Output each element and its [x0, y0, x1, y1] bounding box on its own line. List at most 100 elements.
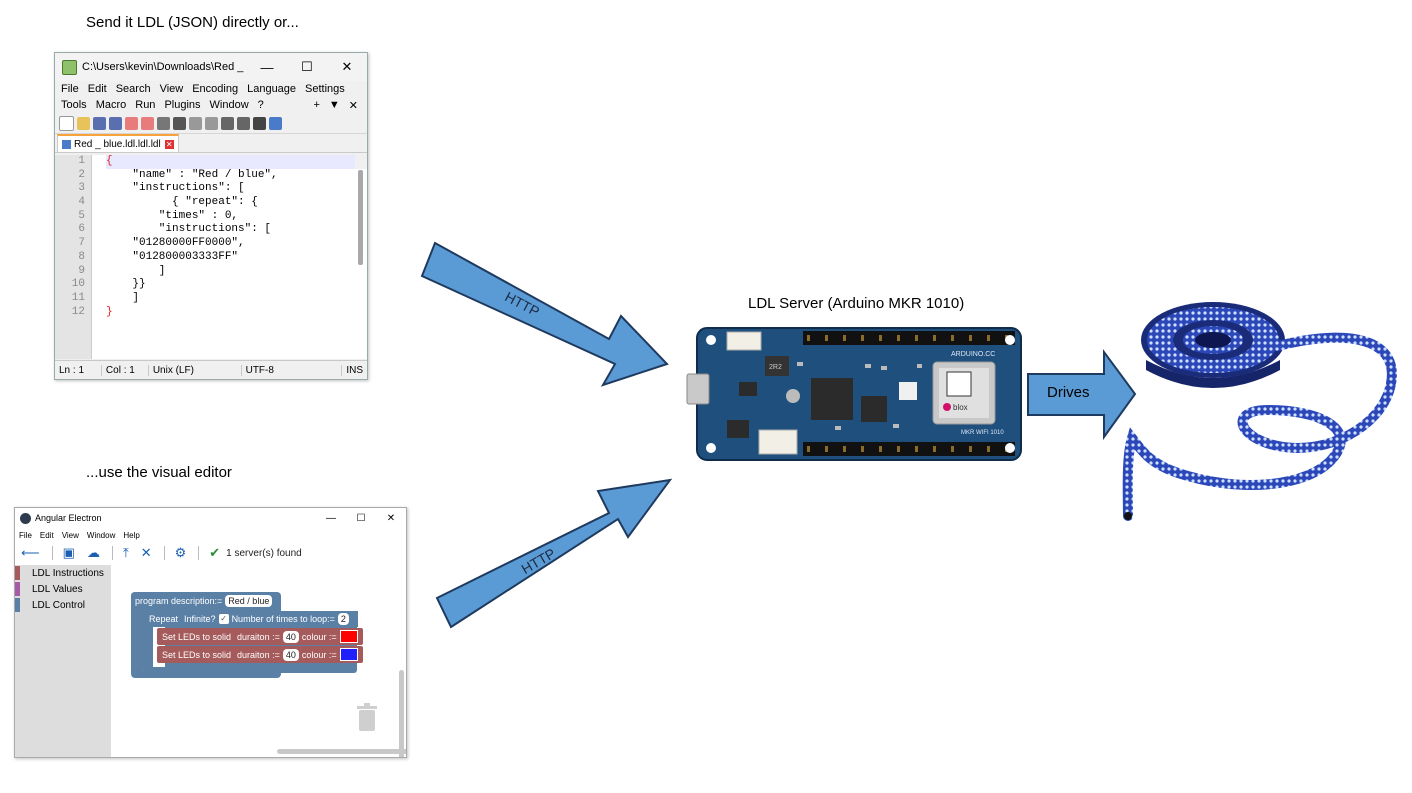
- category-color-swatch: [15, 566, 20, 580]
- menu-run[interactable]: Run: [135, 99, 156, 111]
- trash-icon[interactable]: [356, 702, 378, 732]
- undo-icon[interactable]: [221, 116, 234, 130]
- status-line: Ln : 1: [55, 364, 102, 376]
- menu-help[interactable]: Help: [123, 530, 140, 540]
- open-folder-icon[interactable]: [77, 116, 90, 130]
- menu-encoding[interactable]: Encoding: [192, 83, 239, 95]
- menu-tools[interactable]: Tools: [61, 99, 87, 111]
- cut-icon[interactable]: [173, 116, 186, 130]
- menu-edit[interactable]: Edit: [87, 83, 107, 95]
- menu-settings[interactable]: Settings: [305, 83, 345, 95]
- minimize-icon[interactable]: —: [260, 59, 274, 75]
- close-icon[interactable]: ✕: [386, 512, 396, 524]
- file-tab[interactable]: Red _ blue.ldl.ldl.ldl ✕: [57, 134, 179, 152]
- close-icon[interactable]: ✕: [341, 59, 353, 74]
- category-ldl-values[interactable]: LDL Values: [15, 581, 111, 597]
- duration-field[interactable]: 40: [282, 648, 299, 661]
- repeat-label: Repeat: [149, 614, 179, 624]
- line-number: 5: [78, 209, 85, 222]
- close-all-icon[interactable]: [141, 116, 154, 130]
- maximize-icon[interactable]: ☐: [356, 512, 366, 524]
- print-icon[interactable]: [157, 116, 170, 130]
- back-arrow-icon[interactable]: ⟵: [21, 545, 40, 560]
- repeat-block[interactable]: Repeat Infinite? ✓ Number of times to lo…: [143, 611, 358, 627]
- code-editor[interactable]: 1 2 3 4 5 6 7 8 9 10 11 12 { "name" : "R…: [55, 155, 367, 359]
- menu-edit[interactable]: Edit: [39, 530, 54, 540]
- editor-vertical-scrollbar[interactable]: [355, 155, 367, 265]
- menu-macro[interactable]: Macro: [95, 99, 127, 111]
- menu-window[interactable]: Window: [209, 99, 249, 111]
- cloud-upload-icon[interactable]: ☁: [86, 545, 100, 560]
- menu-file[interactable]: File: [61, 83, 79, 95]
- notepad-menu-row-2: Tools Macro Run Plugins Window ? + ▼ ✕: [55, 97, 367, 113]
- menu-plugins[interactable]: Plugins: [164, 99, 201, 111]
- check-icon: ✔: [209, 545, 221, 560]
- module-brand: blox: [953, 403, 968, 412]
- save-all-icon[interactable]: [109, 116, 122, 130]
- workspace-horizontal-scrollbar[interactable]: [277, 749, 406, 754]
- menu-help[interactable]: ?: [257, 99, 264, 111]
- new-file-icon[interactable]: [59, 115, 74, 131]
- http-arrow-top: [420, 241, 669, 387]
- category-ldl-control[interactable]: LDL Control: [15, 597, 111, 613]
- replace-icon[interactable]: [269, 116, 282, 130]
- upload-icon[interactable]: ⤒: [122, 545, 129, 560]
- scroll-thumb[interactable]: [358, 170, 363, 265]
- program-description-label: program description:=: [135, 596, 223, 606]
- electron-logo-icon: [20, 512, 31, 524]
- block-category-sidebar: LDL Instructions LDL Values LDL Control: [15, 565, 111, 757]
- file-tab-close-icon[interactable]: ✕: [164, 139, 174, 149]
- file-tab-label: Red _ blue.ldl.ldl.ldl: [74, 138, 161, 150]
- program-description-field[interactable]: Red / blue: [225, 595, 273, 607]
- tab-list-icon[interactable]: ▼: [328, 99, 340, 111]
- colour-swatch-blue[interactable]: [339, 648, 358, 661]
- menu-file[interactable]: File: [19, 530, 32, 540]
- notepad-toolbar: [55, 113, 367, 134]
- line-number: 10: [71, 278, 85, 291]
- drives-label: Drives: [1047, 384, 1090, 401]
- maximize-icon[interactable]: ☐: [301, 59, 313, 74]
- paste-icon[interactable]: [205, 116, 218, 130]
- set-led-block[interactable]: Set LEDs to solid duraiton := 40 colour …: [157, 628, 363, 645]
- visual-editor-window: Angular Electron — ☐ ✕ File Edit View Wi…: [14, 507, 407, 758]
- category-label: LDL Instructions: [32, 567, 104, 579]
- notepad-title: C:\Users\kevin\Downloads\Red _ b...: [82, 61, 247, 73]
- find-icon[interactable]: [253, 116, 266, 130]
- line-number: 3: [78, 182, 85, 195]
- menu-search[interactable]: Search: [115, 83, 151, 95]
- clear-icon[interactable]: ✕: [140, 545, 152, 560]
- menu-view[interactable]: View: [61, 530, 79, 540]
- caption-send-json: Send it LDL (JSON) directly or...: [86, 14, 299, 31]
- new-tab-icon[interactable]: +: [313, 99, 320, 111]
- save-icon[interactable]: ▣: [62, 545, 75, 560]
- loop-count-label: Number of times to loop:=: [231, 614, 335, 624]
- program-description-block[interactable]: program description:= Red / blue: [131, 592, 280, 610]
- file-tab-save-icon: [62, 139, 71, 149]
- settings-gear-icon[interactable]: ⚙: [174, 545, 187, 560]
- block-workspace[interactable]: program description:= Red / blue Repeat …: [111, 565, 406, 757]
- drives-arrow: [1027, 348, 1137, 441]
- line-number-gutter: 1 2 3 4 5 6 7 8 9 10 11 12: [55, 155, 92, 359]
- visual-editor-menu: File Edit View Window Help: [15, 528, 406, 542]
- set-led-block[interactable]: Set LEDs to solid duraiton := 40 colour …: [157, 646, 363, 663]
- menu-language[interactable]: Language: [247, 83, 297, 95]
- close-tab-icon[interactable]: ✕: [348, 99, 358, 112]
- menu-view[interactable]: View: [159, 83, 184, 95]
- line-number: 7: [78, 237, 85, 250]
- colour-label: colour :=: [301, 649, 337, 660]
- minimize-icon[interactable]: —: [326, 512, 336, 524]
- copy-icon[interactable]: [189, 116, 202, 130]
- category-ldl-instructions[interactable]: LDL Instructions: [15, 565, 111, 581]
- loop-count-field[interactable]: 2: [337, 613, 349, 625]
- close-file-icon[interactable]: [125, 116, 138, 130]
- infinite-checkbox[interactable]: ✓: [218, 614, 229, 624]
- workspace-vertical-scrollbar[interactable]: [399, 670, 404, 757]
- colour-swatch-red[interactable]: [339, 630, 358, 643]
- menu-window[interactable]: Window: [86, 530, 116, 540]
- infinite-label: Infinite?: [184, 614, 216, 624]
- redo-icon[interactable]: [237, 116, 250, 130]
- category-label: LDL Control: [32, 599, 85, 611]
- save-icon[interactable]: [93, 116, 106, 130]
- duration-field[interactable]: 40: [282, 630, 299, 643]
